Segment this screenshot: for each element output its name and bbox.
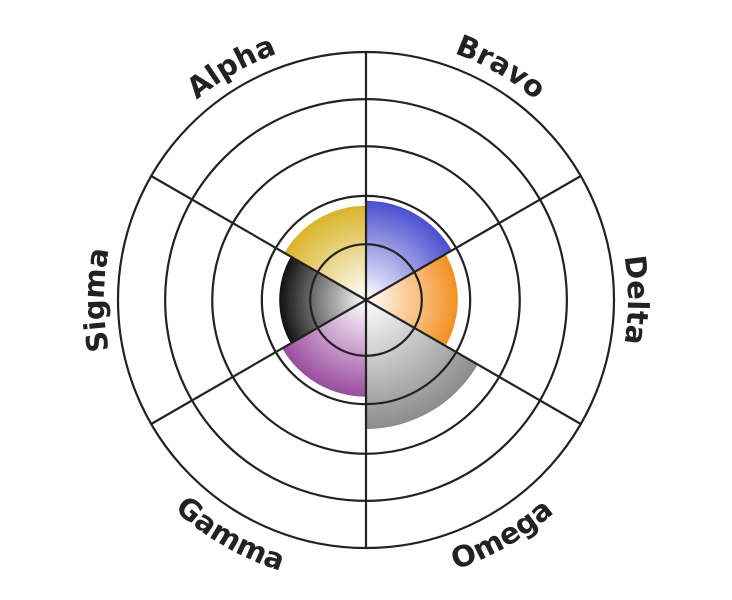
grid-spoke — [150, 299, 367, 425]
category-label-delta: Delta — [618, 253, 656, 347]
grid-spoke — [150, 175, 367, 301]
sector-sigma — [279, 256, 366, 344]
sector-bravo — [366, 200, 452, 300]
sector-omega — [366, 300, 478, 429]
category-label-gamma: Gamma — [170, 489, 290, 577]
category-label-bravo: Bravo — [451, 28, 552, 106]
sector-delta — [366, 254, 458, 346]
category-label-omega: Omega — [446, 492, 559, 577]
category-label-sigma: Sigma — [77, 245, 116, 354]
grid-spoke — [365, 299, 582, 425]
sector-gamma — [282, 300, 366, 397]
sector-alpha — [284, 205, 366, 300]
grid-spoke — [365, 175, 582, 301]
